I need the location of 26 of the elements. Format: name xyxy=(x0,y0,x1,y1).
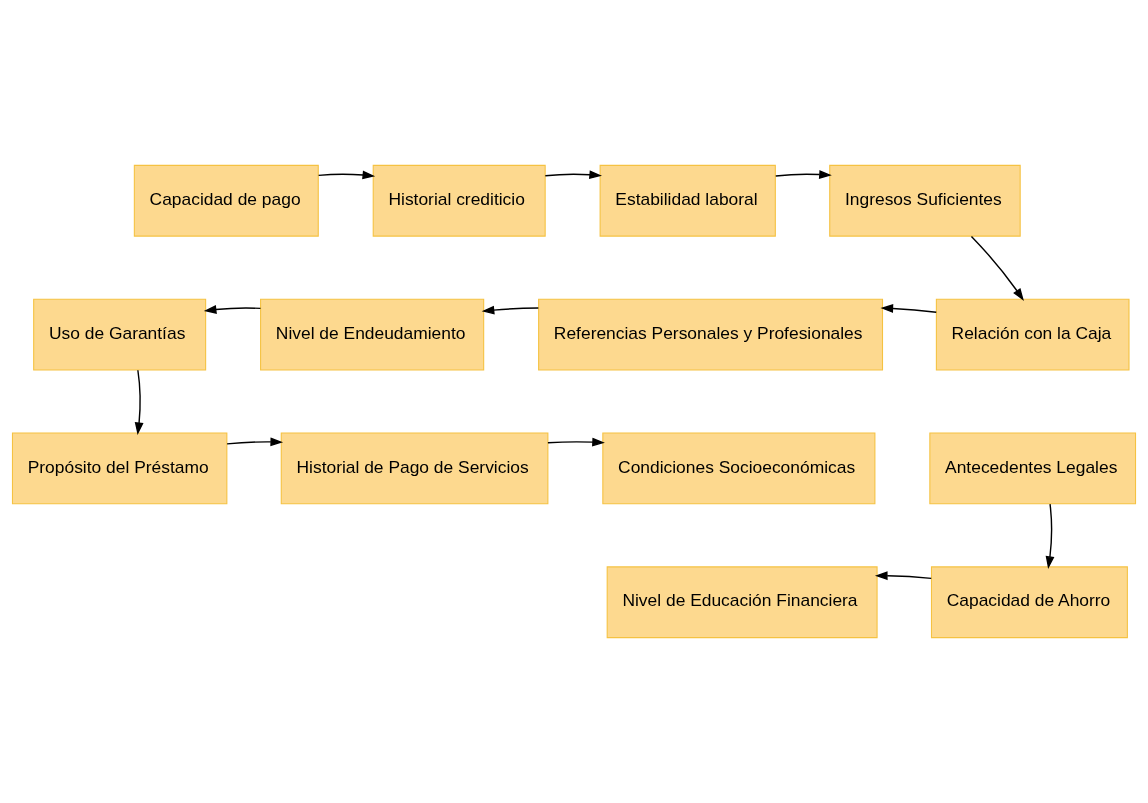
node-box: Ingresos Suficientes xyxy=(829,164,1021,237)
node-box: Capacidad de Ahorro xyxy=(930,566,1128,639)
arrow xyxy=(970,235,1024,301)
node-box: Relación con la Caja xyxy=(935,298,1130,371)
arrow xyxy=(134,369,144,436)
node-box: Estabilidad laboral xyxy=(599,164,776,237)
node-box: Capacidad de pago xyxy=(133,164,319,237)
node-box: Uso de Garantías xyxy=(33,298,207,371)
arrow xyxy=(317,170,376,180)
node-box: Antecedentes Legales xyxy=(929,432,1137,505)
arrow xyxy=(544,170,602,180)
arrow xyxy=(481,305,540,315)
arrow xyxy=(1045,503,1055,569)
arrow xyxy=(880,304,937,314)
arrow xyxy=(547,437,605,447)
node-box: Nivel de Endeudamiento xyxy=(260,298,485,371)
node-box: Referencias Personales y Profesionales xyxy=(538,298,884,371)
node-box: Historial crediticio xyxy=(372,164,546,237)
arrow xyxy=(874,571,932,581)
arrow xyxy=(226,437,284,447)
arrow xyxy=(203,305,262,314)
node-box: Propósito del Préstamo xyxy=(11,432,228,505)
node-box: Nivel de Educación Financiera xyxy=(606,566,878,639)
node-box: Historial de Pago de Servicios xyxy=(280,432,549,505)
arrow xyxy=(775,170,832,179)
node-box: Condiciones Socioeconómicas xyxy=(602,432,876,505)
